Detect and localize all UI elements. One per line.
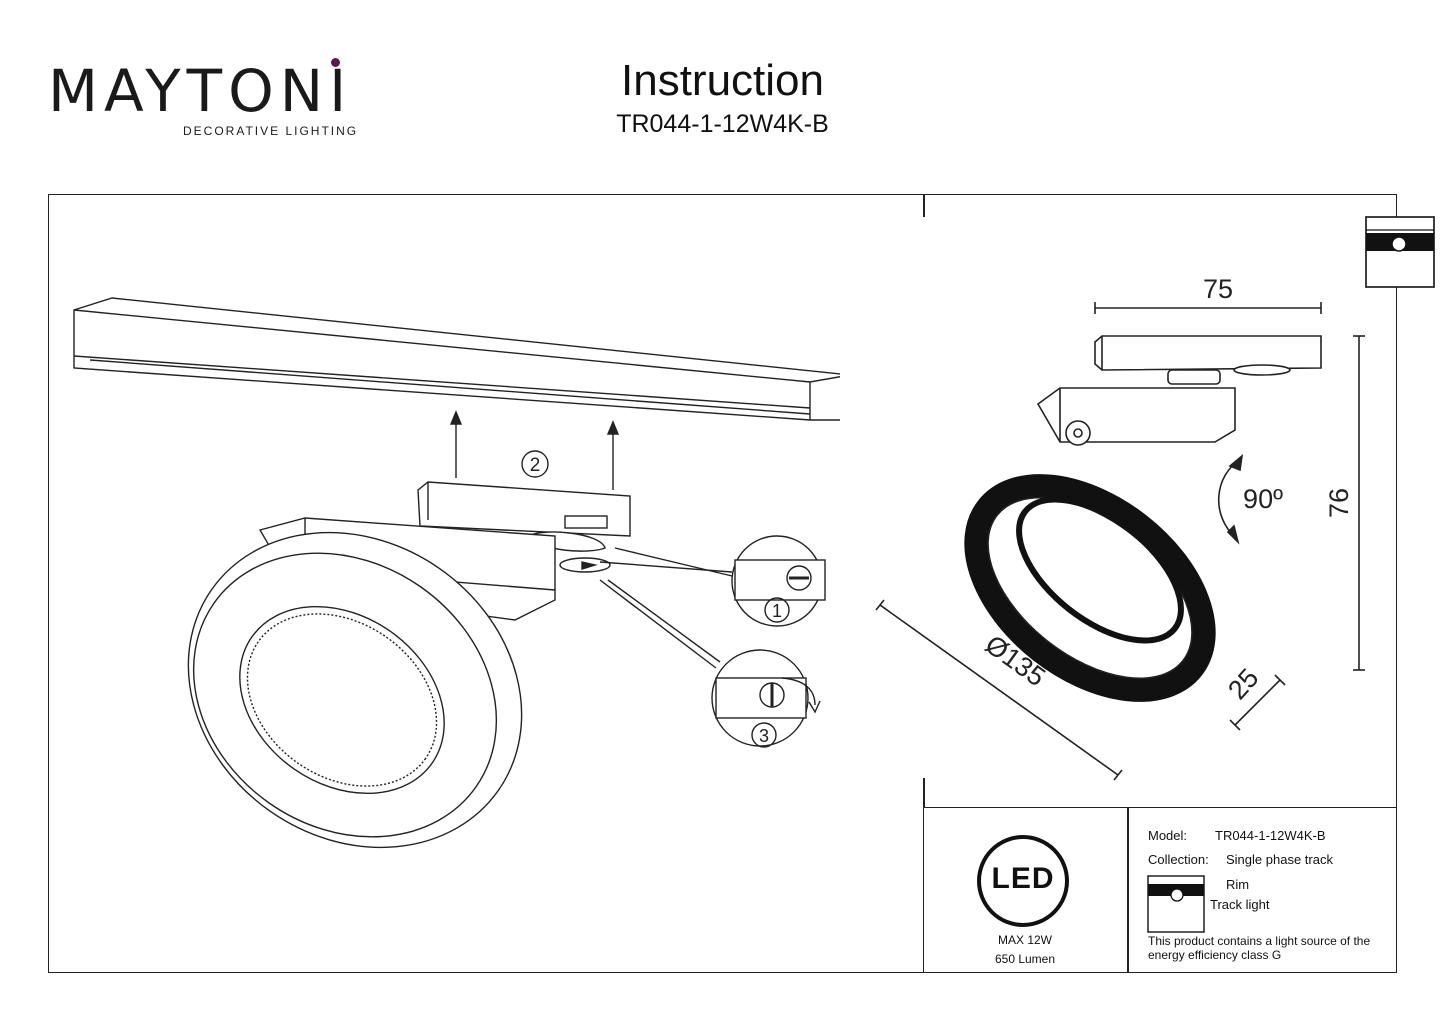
info-box-divider (1127, 808, 1129, 972)
info-product-name: Rim (1226, 877, 1250, 892)
brand-logo-dot (331, 58, 340, 67)
divider-left-info (923, 778, 925, 808)
led-lumen: 650 Lumen (994, 952, 1056, 966)
brand-tagline: DECORATIVE LIGHTING (183, 124, 359, 138)
step-label-2: 2 (530, 455, 541, 476)
info-product-type: Track light (1210, 897, 1270, 912)
info-collection-value: Single phase track (1226, 852, 1333, 867)
page-title: Instruction (0, 56, 1445, 106)
step-label-1: 1 (772, 601, 782, 621)
brand-logo: MAYTONI (48, 57, 353, 125)
dimension-rotation: 90º (1243, 484, 1283, 514)
info-box (923, 807, 1397, 973)
info-energy-note-2: energy efficiency class G (1148, 948, 1282, 962)
led-power: MAX 12W (997, 933, 1052, 947)
track-light-icon (1365, 216, 1435, 288)
divider-vertical-top (923, 195, 925, 217)
dimension-depth: 25 (1222, 663, 1264, 705)
dimension-width: 75 (1203, 274, 1233, 304)
dimension-drawing: 75 90º 76 Ø135 25 (875, 274, 1365, 781)
main-frame (48, 194, 1397, 973)
info-collection-label: Collection: (1148, 852, 1209, 867)
page-model-title: TR044-1-12W4K-B (616, 110, 829, 138)
installation-drawing: 2 1 3 (73, 297, 840, 849)
led-badge-label: LED (991, 862, 1055, 895)
info-energy-note-1: This product contains a light source of … (1148, 934, 1371, 948)
info-track-light-icon (1147, 875, 1205, 933)
info-model-label: Model: (1148, 828, 1188, 843)
step-label-3: 3 (759, 726, 769, 746)
led-badge-icon (977, 835, 1069, 927)
page-title-text: Instruction (621, 56, 824, 105)
dimension-height: 76 (1324, 488, 1354, 518)
info-model-value: TR044-1-12W4K-B (1215, 828, 1326, 843)
